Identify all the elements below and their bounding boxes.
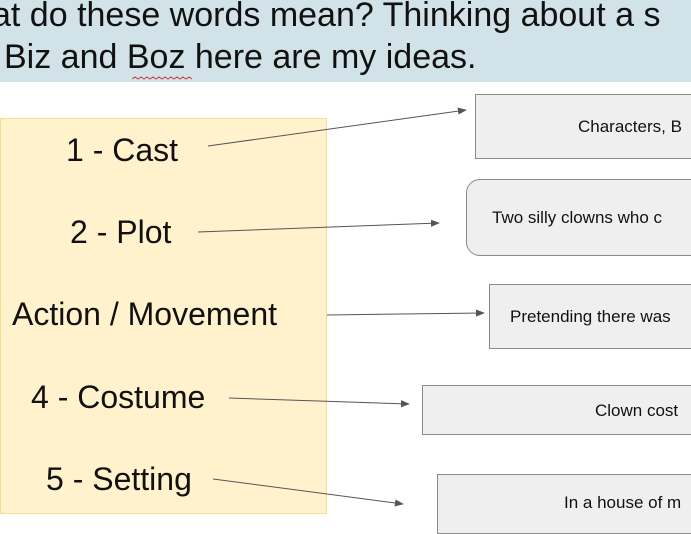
desc-text-costume: Clown cost [595, 400, 679, 420]
desc-box-action: Pretending there was [489, 284, 691, 349]
term-costume: 4 - Costume [31, 379, 206, 415]
term-cast: 1 - Cast [66, 132, 179, 168]
header-banner: at do these words mean? Thinking about a… [0, 0, 691, 82]
arrow-setting [212, 478, 404, 507]
header-question: at do these words mean? Thinking about a… [0, 0, 661, 34]
desc-box-costume: Clown cost [422, 385, 691, 435]
spellcheck-underline [132, 76, 192, 80]
arrow-costume [228, 397, 410, 408]
desc-box-cast: Characters, B [475, 94, 691, 159]
desc-box-plot: Two silly clowns who c [466, 179, 691, 256]
desc-text-plot: Two silly clowns who c [492, 208, 663, 227]
arrow-plot [197, 219, 440, 233]
arrow-cast [207, 107, 467, 147]
terms-panel [0, 118, 327, 514]
term-action-movement: Action / Movement [12, 296, 277, 332]
desc-text-cast: Characters, B [578, 117, 682, 136]
arrow-action [326, 309, 485, 317]
header-subtitle: Biz and Boz here are my ideas. [4, 38, 477, 76]
term-plot: 2 - Plot [70, 214, 172, 250]
desc-text-setting: In a house of m [564, 492, 682, 512]
connector-arrows [197, 107, 485, 507]
desc-text-action: Pretending there was [510, 307, 671, 326]
term-setting: 5 - Setting [46, 461, 192, 497]
